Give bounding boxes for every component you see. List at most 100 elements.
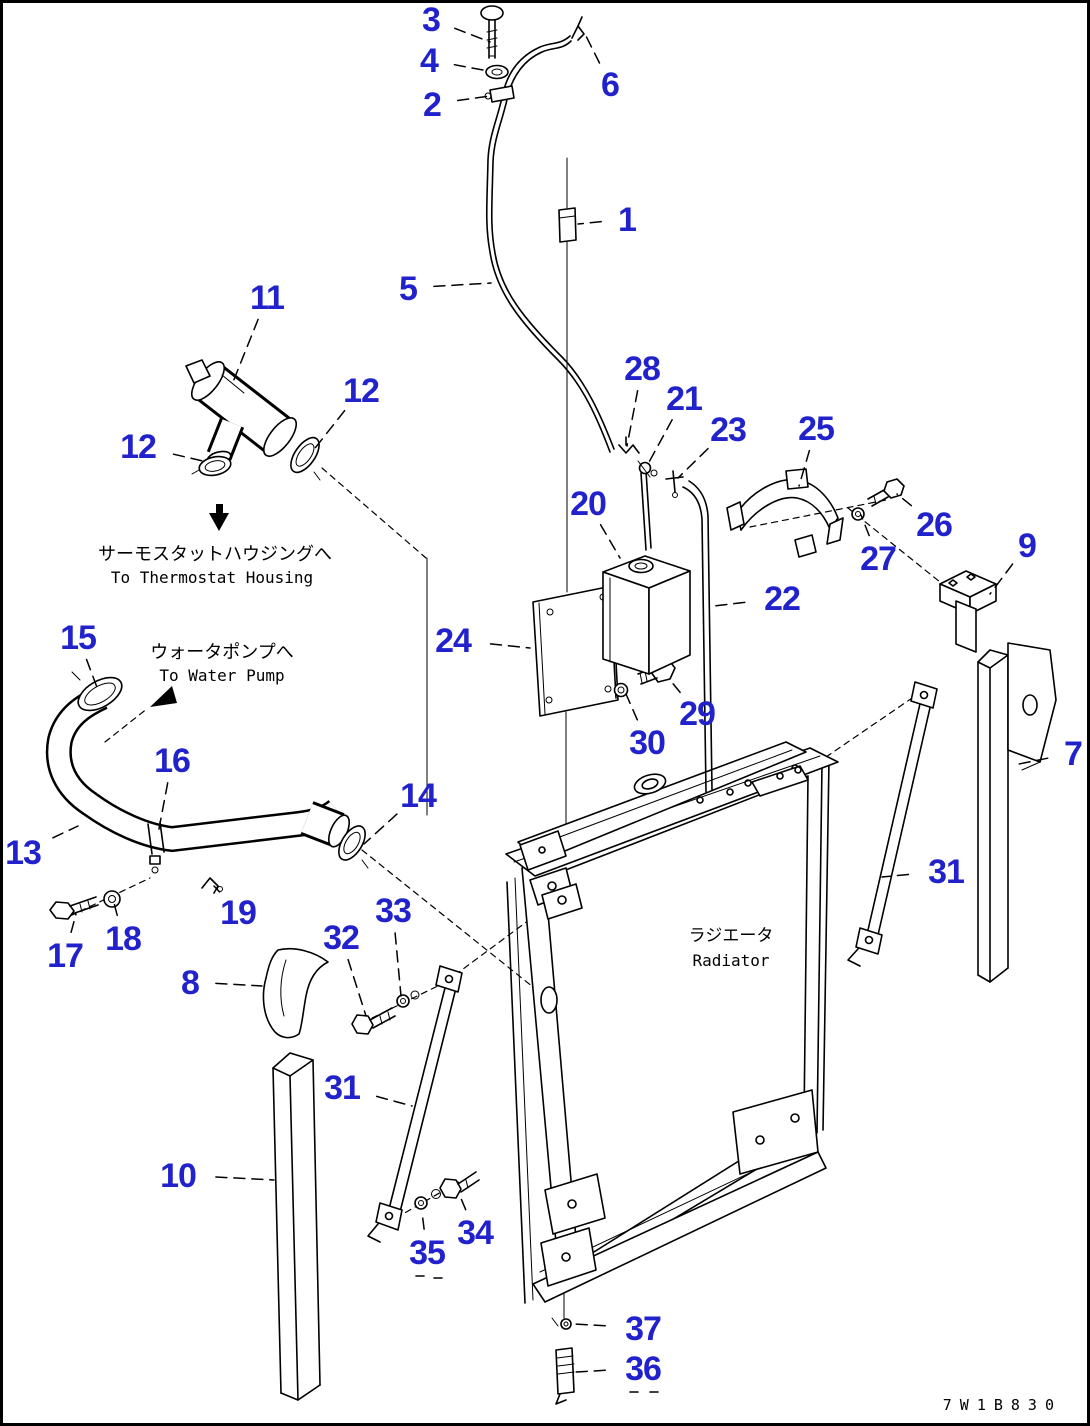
callout-26: 26 <box>916 506 952 544</box>
leader-23 <box>677 447 709 479</box>
seal-bar-10 <box>272 1052 321 1401</box>
callout-31: 31 <box>324 1069 360 1107</box>
washer-35 <box>414 1189 441 1210</box>
thermostat-note-jp: サーモスタットハウジングへ <box>98 544 332 565</box>
bolt-32 <box>351 1007 396 1035</box>
callout-19: 19 <box>220 894 256 932</box>
leader-17 <box>70 913 77 934</box>
waterpump-note-en: To Water Pump <box>159 666 284 685</box>
drawing-number: 7W1B830 <box>943 1396 1062 1414</box>
callout-34: 34 <box>457 1214 494 1252</box>
waterpump-note-jp: ウォータポンプへ <box>150 642 293 663</box>
callout-32: 32 <box>323 919 359 957</box>
tick-marks <box>415 1275 659 1393</box>
clamp-2 <box>484 85 515 103</box>
radiator-label-jp: ラジエータ <box>689 926 774 946</box>
callout-28: 28 <box>624 350 660 388</box>
connector-1 <box>558 207 577 243</box>
callout-7: 7 <box>1064 735 1082 773</box>
clamp-12-right <box>290 436 321 481</box>
bracket-25 <box>726 468 844 558</box>
clamp-12-left <box>191 455 232 477</box>
thermostat-arrow-icon <box>209 504 229 531</box>
grommet-4 <box>485 64 509 80</box>
bolt-3 <box>480 5 504 59</box>
callout-24: 24 <box>435 622 472 660</box>
leader-6 <box>585 35 601 64</box>
leader-33 <box>394 932 402 997</box>
washer-18 <box>103 890 121 908</box>
leader-31-2 <box>881 873 910 878</box>
thermostat-note-en: To Thermostat Housing <box>111 568 313 587</box>
leader-5 <box>433 282 492 288</box>
callout-27: 27 <box>860 540 896 578</box>
bolt-26 <box>867 478 905 507</box>
leader-12 <box>311 409 346 453</box>
bolt-17 <box>49 896 99 920</box>
leader-31 <box>375 1095 413 1107</box>
radiator-cap <box>633 773 667 795</box>
callout-25: 25 <box>798 410 834 448</box>
callout-37: 37 <box>625 1310 661 1348</box>
clamp-16 <box>147 821 165 874</box>
callout-18: 18 <box>105 920 141 958</box>
callout-3: 3 <box>422 1 440 39</box>
callout-2: 2 <box>423 86 441 124</box>
leader-3 <box>454 27 491 43</box>
duct-8 <box>262 947 329 1039</box>
leader-16 <box>157 782 169 835</box>
leader-11 <box>232 318 259 383</box>
leader-20 <box>599 523 621 559</box>
clamp-14 <box>338 825 369 869</box>
callout-35: 35 <box>409 1234 445 1272</box>
clip-28 <box>618 436 640 454</box>
callout-14: 14 <box>400 777 437 815</box>
notes: サーモスタットハウジングへ To Thermostat Housing ウォータ… <box>98 544 1062 1414</box>
callout-12-2: 12 <box>120 428 156 466</box>
leader-25 <box>798 449 811 487</box>
leader-10 <box>215 1176 275 1181</box>
waterpump-arrow-icon <box>104 686 177 743</box>
callout-9: 9 <box>1018 527 1036 565</box>
leader-28 <box>626 390 639 447</box>
clamp-21 <box>637 460 658 478</box>
callout-30: 30 <box>629 724 665 762</box>
callout-20: 20 <box>570 485 606 523</box>
clamp-15 <box>71 671 123 712</box>
reservoir-tank-20 <box>602 555 691 675</box>
callout-22: 22 <box>764 580 800 618</box>
callout-31-2: 31 <box>928 853 964 891</box>
washer-33 <box>396 990 420 1008</box>
leader-30 <box>625 693 639 721</box>
leader-26 <box>896 493 913 507</box>
leader-35 <box>421 1211 425 1230</box>
radiator-label-en: Radiator <box>692 951 769 970</box>
callout-4: 4 <box>420 42 439 80</box>
leader-7 <box>1013 757 1049 766</box>
leader-21 <box>647 419 673 465</box>
leader-34 <box>459 1195 467 1211</box>
callout-8: 8 <box>181 964 199 1002</box>
leader-24 <box>489 643 531 649</box>
leader-12-2 <box>172 453 204 462</box>
leader-22 <box>713 601 746 607</box>
tube-5 <box>485 35 652 551</box>
bracket-9 <box>939 570 997 653</box>
seal-bar-7 <box>977 649 1009 983</box>
leader-2 <box>456 95 491 102</box>
clip-6 <box>571 16 585 41</box>
drain-fitting-37 <box>551 1317 572 1330</box>
leader-4 <box>453 63 489 72</box>
clip-23 <box>665 470 684 498</box>
callout-13: 13 <box>5 834 41 872</box>
hose-13 <box>45 685 351 853</box>
leader-19 <box>213 885 221 893</box>
callout-17: 17 <box>47 937 83 975</box>
drain-cock-36 <box>555 1347 575 1405</box>
strut-31-right <box>847 681 938 967</box>
callout-23: 23 <box>710 411 746 449</box>
callout-16: 16 <box>154 742 190 780</box>
